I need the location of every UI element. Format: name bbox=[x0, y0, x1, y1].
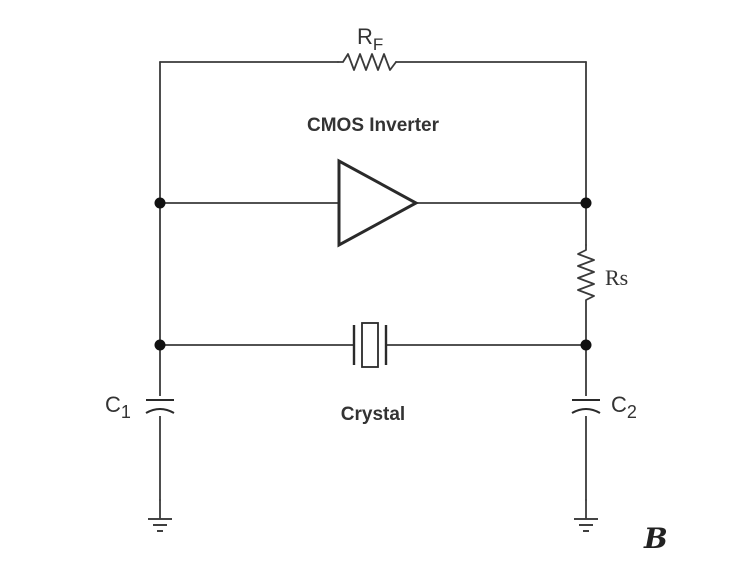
cmos-inverter-symbol bbox=[337, 158, 420, 248]
junction-dot-left-crystal bbox=[154, 339, 166, 351]
crystal-symbol bbox=[352, 322, 388, 368]
feedback-resistor-rf bbox=[337, 53, 397, 71]
series-resistor-rs bbox=[577, 244, 595, 501]
inverter-label: CMOS Inverter bbox=[307, 115, 440, 136]
watermark-mark: B bbox=[643, 522, 668, 555]
ground-symbol-left bbox=[148, 518, 172, 532]
feedback-wire-top bbox=[159, 61, 587, 501]
ground-symbol-right bbox=[574, 518, 598, 532]
c2-label: C2 bbox=[611, 392, 637, 422]
crystal-label: Crystal bbox=[341, 404, 405, 425]
capacitor-c1 bbox=[145, 396, 175, 416]
junction-dot-left-inverter bbox=[154, 197, 166, 209]
c1-label: C1 bbox=[105, 392, 131, 422]
rs-label: Rs bbox=[605, 265, 628, 290]
junction-dot-right-crystal bbox=[580, 339, 592, 351]
junction-dot-right-inverter bbox=[580, 197, 592, 209]
rf-label: RF bbox=[357, 24, 383, 54]
capacitor-c2 bbox=[571, 396, 601, 416]
